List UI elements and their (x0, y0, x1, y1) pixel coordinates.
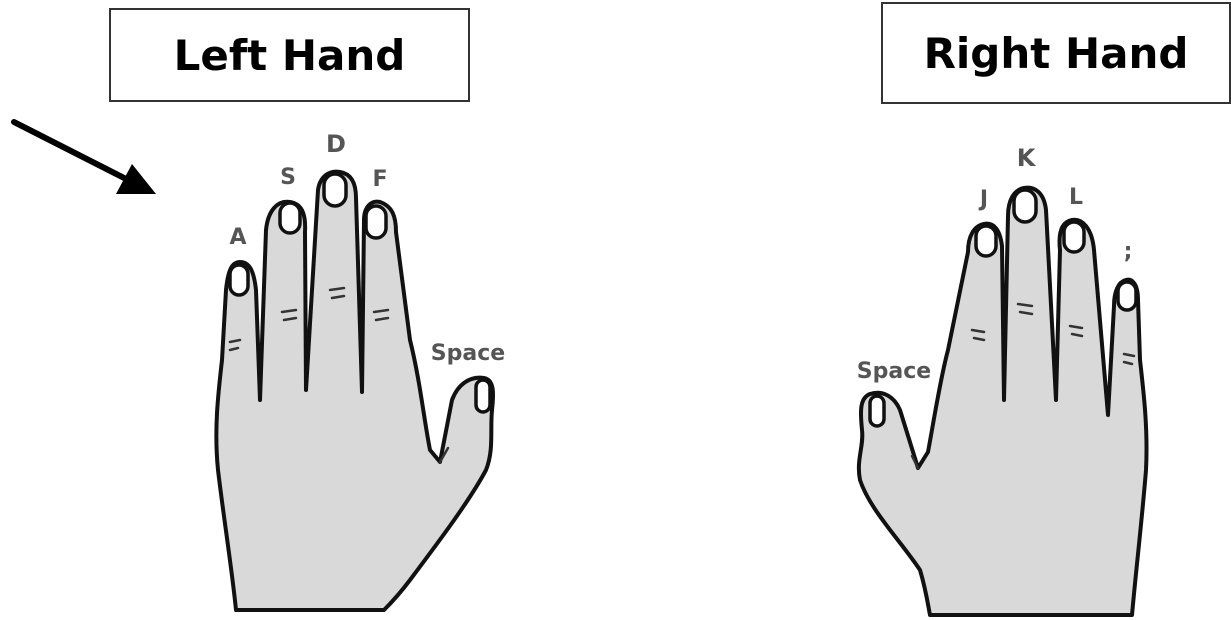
right-hand-illustration (859, 188, 1147, 615)
left-pinky-nail (230, 265, 248, 295)
right-ring-key-label: L (1069, 185, 1083, 210)
right-pinky-key-label: ; (1124, 239, 1133, 264)
left-middle-nail (324, 174, 346, 206)
left-thumb-nail (476, 380, 490, 412)
right-pinky-nail (1118, 282, 1136, 310)
left-ring-nail (280, 203, 300, 233)
right-thumb-nail (870, 396, 884, 426)
left-index-key-label: F (372, 167, 387, 192)
left-index-nail (366, 206, 386, 238)
left-hand-illustration (216, 172, 493, 610)
left-pinky-key-label: A (229, 225, 246, 250)
right-middle-nail (1014, 190, 1036, 222)
left-ring-key-label: S (280, 165, 296, 190)
left-middle-key-label: D (326, 130, 346, 158)
pointer-arrow (14, 122, 156, 194)
right-ring-nail (1064, 222, 1084, 252)
right-thumb-key-label: Space (857, 359, 931, 384)
right-index-nail (976, 226, 996, 256)
right-middle-key-label: K (1017, 144, 1037, 172)
left-thumb-key-label: Space (431, 341, 505, 366)
right-index-key-label: J (978, 187, 988, 212)
